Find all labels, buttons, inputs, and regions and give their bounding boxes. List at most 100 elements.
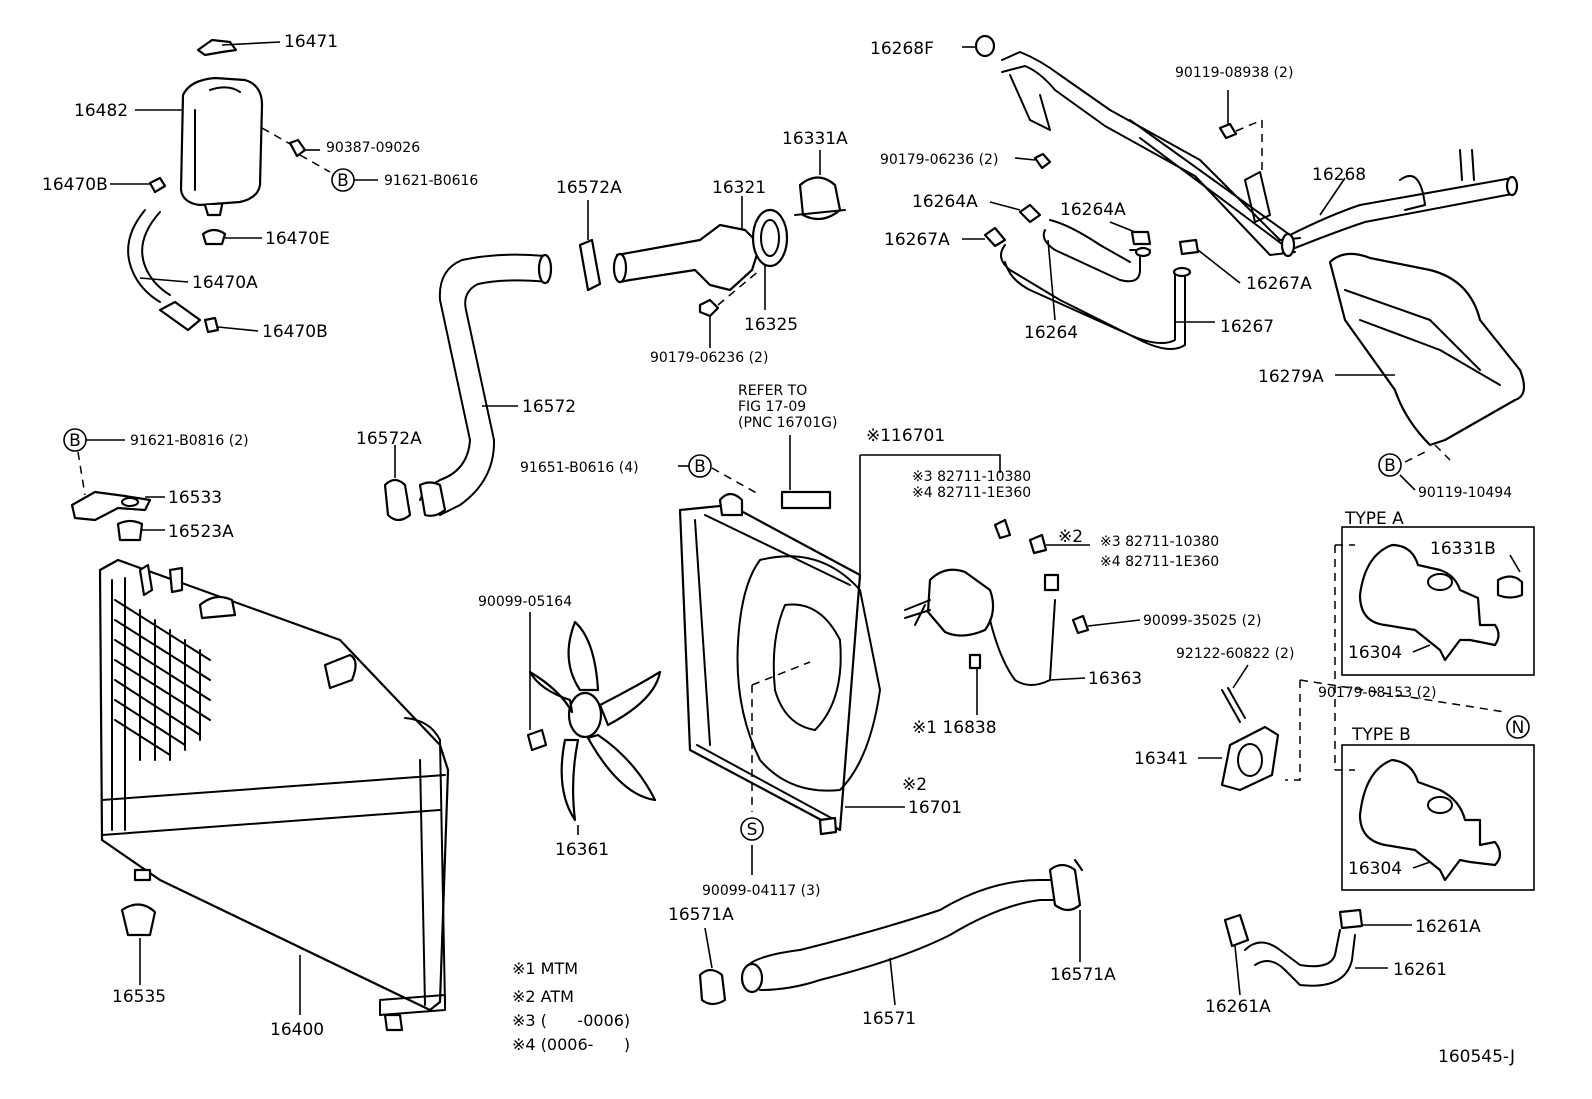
label-16264: 16264 xyxy=(1024,323,1078,343)
water-inlet-16304-type-a xyxy=(1358,543,1500,662)
overflow-hose-16470A xyxy=(127,209,171,303)
label-16341: 16341 xyxy=(1134,749,1188,769)
label-refer-fig: FIG 17-09 xyxy=(738,399,806,415)
drain-cock-16535 xyxy=(120,903,157,937)
svg-text:S: S xyxy=(747,820,758,840)
label-90099-35025: 90099-35025 (2) xyxy=(1143,613,1261,629)
hose-16264 xyxy=(1042,219,1151,283)
label-90119-10494: 90119-10494 xyxy=(1418,485,1512,501)
label-16267: 16267 xyxy=(1220,317,1274,337)
gasket-16341 xyxy=(1220,725,1280,792)
label-90119-08938: 90119-08938 (2) xyxy=(1175,65,1293,81)
label-16571: 16571 xyxy=(862,1009,916,1029)
hose-16267 xyxy=(1000,244,1186,350)
label-16470e: 16470E xyxy=(265,229,330,249)
callout-b-4: B xyxy=(1378,453,1402,477)
label-16264a-left: 16264A xyxy=(912,192,978,212)
label-82711-10380-a: ※3 82711-10380 xyxy=(912,469,1031,485)
label-16363: 16363 xyxy=(1088,669,1142,689)
callout-b-2: B xyxy=(63,428,87,452)
water-inlet-group xyxy=(1198,526,1535,891)
legend-notes: ※1 MTM ※2 ATM ※3 ( -0006) ※4 (0006- ) 16… xyxy=(512,959,1515,1067)
hose-16261 xyxy=(1244,929,1356,987)
callout-n-1: N xyxy=(1506,715,1530,739)
label-16533: 16533 xyxy=(168,488,222,508)
label-91621-b0616: 91621-B0616 xyxy=(384,173,478,189)
lower-hose-group xyxy=(698,858,1412,1006)
note-3: ※3 ( -0006) xyxy=(512,1011,630,1030)
label-90387-09026: 90387-09026 xyxy=(326,140,420,156)
svg-text:N: N xyxy=(1512,718,1525,738)
label-91651-b0616: 91651-B0616 (4) xyxy=(520,460,639,476)
label-note2-b: ※2 xyxy=(902,775,927,795)
callout-b-3: B xyxy=(678,454,712,478)
label-90099-05164: 90099-05164 xyxy=(478,594,572,610)
note-mtm: ※1 MTM xyxy=(512,959,578,978)
label-16261: 16261 xyxy=(1393,960,1447,980)
reservoir-tank-16482 xyxy=(179,76,264,207)
label-90179-08153: 90179-08153 (2) xyxy=(1318,685,1436,701)
label-16701: 16701 xyxy=(908,798,962,818)
label-16400: 16400 xyxy=(270,1020,324,1040)
radiator-group xyxy=(70,439,450,1032)
label-16304-a: 16304 xyxy=(1348,643,1402,663)
label-16838: ※1 16838 xyxy=(912,718,997,738)
type-a-box xyxy=(1341,526,1535,676)
label-16268f: 16268F xyxy=(870,39,934,59)
svg-text:B: B xyxy=(337,171,349,191)
label-16268: 16268 xyxy=(1312,165,1366,185)
callout-s-1: S xyxy=(740,817,764,841)
label-116701: ※116701 xyxy=(866,426,945,446)
label-16572a-lower: 16572A xyxy=(356,429,422,449)
water-pipe-group xyxy=(962,34,1526,491)
label-91621-b0816: 91621-B0816 (2) xyxy=(130,433,249,449)
fan-blade-16361 xyxy=(528,620,662,822)
label-16535: 16535 xyxy=(112,987,166,1007)
label-refer-to: REFER TO xyxy=(738,383,807,399)
type-b-box xyxy=(1341,744,1535,891)
radiator-bracket-16533 xyxy=(70,490,152,522)
label-16304-b: 16304 xyxy=(1348,859,1402,879)
label-90099-04117: 90099-04117 (3) xyxy=(702,883,820,899)
label-note2-a: ※2 xyxy=(1058,527,1083,547)
water-bypass-pipe-16268 xyxy=(1001,51,1513,256)
svg-text:B: B xyxy=(69,431,81,451)
label-16267a-left: 16267A xyxy=(884,230,950,250)
label-type-b: TYPE B xyxy=(1351,725,1411,745)
fan-motor-16363 xyxy=(926,568,995,637)
water-inlet-16304-type-b xyxy=(1358,758,1502,882)
svg-text:B: B xyxy=(694,457,706,477)
water-outlet-16321 xyxy=(615,223,762,292)
label-16571a-left: 16571A xyxy=(668,905,734,925)
label-16470a: 16470A xyxy=(192,273,258,293)
radiator-hose-16571 xyxy=(747,879,1056,991)
note-4: ※4 (0006- ) xyxy=(512,1035,630,1054)
label-16361: 16361 xyxy=(555,840,609,860)
label-92122-60822: 92122-60822 (2) xyxy=(1176,646,1294,662)
upper-hose-group xyxy=(383,150,846,522)
reservoir-group xyxy=(110,38,331,334)
label-16571a-right: 16571A xyxy=(1050,965,1116,985)
label-90179-06236-a: 90179-06236 (2) xyxy=(650,350,768,366)
label-16331a: 16331A xyxy=(782,129,848,149)
label-16572a-upper: 16572A xyxy=(556,178,622,198)
part-labels: 16471 16482 90387-09026 16470B 91621-B06… xyxy=(42,32,1512,1040)
label-16470b-lower: 16470B xyxy=(262,322,328,342)
fan-shroud-16701 xyxy=(678,503,862,832)
label-16470b-upper: 16470B xyxy=(42,175,108,195)
label-16261a-right: 16261A xyxy=(1415,917,1481,937)
reservoir-cap-16471 xyxy=(196,38,238,57)
label-82711-1e360-b: ※4 82711-1E360 xyxy=(1100,554,1219,570)
label-16482: 16482 xyxy=(74,101,128,121)
label-82711-1e360-a: ※4 82711-1E360 xyxy=(912,485,1031,501)
diagram-code: 160545-J xyxy=(1438,1047,1515,1067)
label-90179-06236-b: 90179-06236 (2) xyxy=(880,152,998,168)
callout-b-1: B xyxy=(331,168,378,192)
label-16264a-right: 16264A xyxy=(1060,200,1126,220)
label-type-a: TYPE A xyxy=(1344,509,1404,529)
svg-text:B: B xyxy=(1384,456,1396,476)
label-16572: 16572 xyxy=(522,397,576,417)
label-16261a-left: 16261A xyxy=(1205,997,1271,1017)
fan-group xyxy=(526,435,1141,875)
